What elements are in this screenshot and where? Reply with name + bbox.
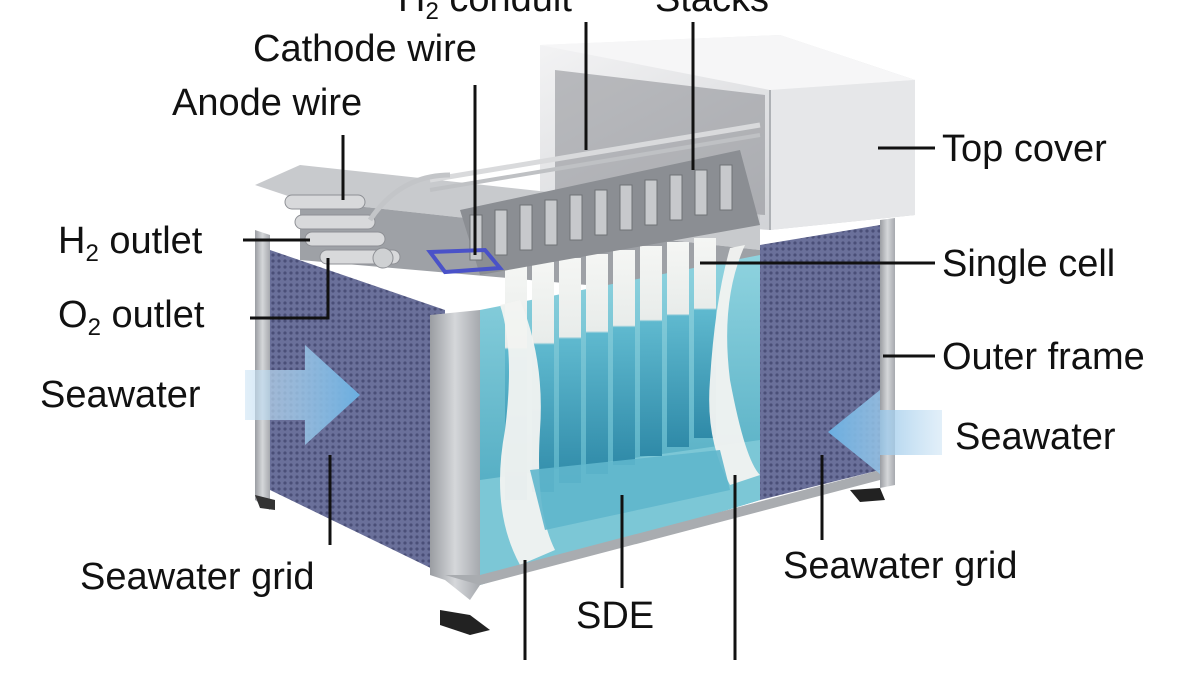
label-top-cover: Top cover: [942, 128, 1107, 170]
sde-base: [530, 450, 730, 530]
label-h2-conduit: H2 conduit: [398, 0, 572, 24]
label-o2-outlet: O2 outlet: [58, 296, 204, 340]
seawater-inflow-arrow-right: [828, 390, 942, 474]
seawater-inflow-arrow-left: [245, 345, 360, 445]
outlet-pipes: [284, 172, 451, 269]
label-o2-outlet-sub: 2: [87, 314, 101, 341]
label-single-cell: Single cell: [942, 243, 1116, 285]
label-seawater-right: Seawater: [955, 416, 1116, 458]
label-h2-conduit-main: H: [398, 0, 425, 20]
label-seawater-left: Seawater: [40, 374, 201, 416]
label-seawater-grid-left: Seawater grid: [80, 556, 315, 598]
label-o2-outlet-rest: outlet: [100, 294, 205, 336]
label-h2-conduit-rest: conduit: [439, 0, 572, 20]
label-h2-conduit-sub: 2: [425, 0, 439, 25]
membranes: [500, 245, 760, 565]
label-cathode-wire: Cathode wire: [253, 28, 477, 70]
cathode-wire-terminal: [426, 247, 505, 275]
label-h2-outlet-main: H: [58, 220, 86, 262]
stack-tops: [429, 122, 761, 275]
outer-frame: [255, 310, 885, 635]
leader-lines: [243, 22, 935, 660]
label-seawater-grid-right: Seawater grid: [783, 545, 1018, 587]
label-h2-outlet-rest: outlet: [98, 220, 203, 262]
leader-o2-outlet: [250, 258, 330, 320]
label-outer-frame: Outer frame: [942, 336, 1145, 378]
label-h2-outlet-sub: 2: [85, 240, 99, 267]
label-sde: SDE: [576, 595, 655, 637]
label-stacks: Stacks: [655, 0, 769, 18]
label-o2-outlet-main: O: [58, 294, 88, 336]
label-h2-outlet: H2 outlet: [58, 222, 202, 266]
label-anode-wire: Anode wire: [172, 82, 363, 124]
